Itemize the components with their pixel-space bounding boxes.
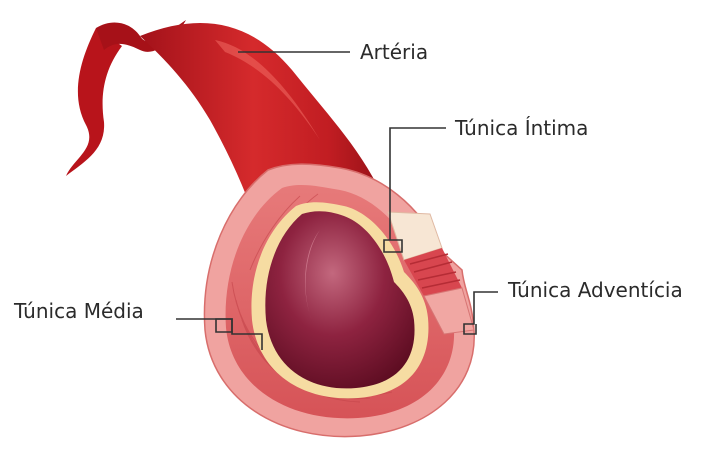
label-tunica-media: Túnica Média — [14, 301, 144, 321]
label-arteria: Artéria — [360, 42, 428, 62]
label-tunica-adventicia: Túnica Adventícia — [508, 280, 683, 300]
artery-tail — [66, 28, 122, 176]
label-tunica-intima: Túnica Íntima — [455, 118, 588, 138]
